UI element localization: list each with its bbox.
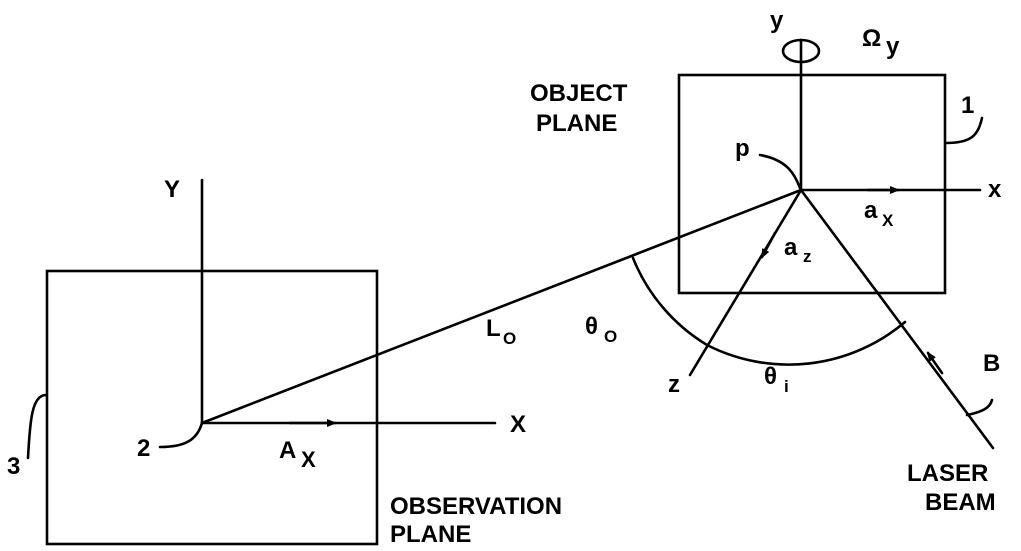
- Y-axis-label: Y: [164, 176, 180, 203]
- theta-o-arc: [631, 256, 709, 347]
- theta-i-label: θ: [764, 363, 777, 390]
- object-plane-rect: [677, 73, 947, 295]
- p-leader: [758, 153, 802, 190]
- theta-i-arc: [705, 320, 907, 366]
- rotation-omega-icon: [781, 38, 821, 64]
- ref-2-leader: [158, 421, 204, 449]
- B-label: B: [983, 350, 1000, 377]
- observation-plane-label-2: PLANE: [390, 521, 471, 548]
- ref-1-leader: [944, 116, 984, 145]
- theta-o-subscript: O: [604, 327, 617, 346]
- ref-3-leader: [26, 393, 48, 460]
- x-axis-label: x: [988, 176, 1002, 203]
- L-o-line: [200, 188, 803, 425]
- object-z-axis: [688, 188, 803, 377]
- X-axis-label: X: [510, 411, 526, 438]
- B-leader: [965, 398, 994, 417]
- a-x-subscript: X: [882, 211, 894, 230]
- laser-beam-label-1: LASER: [907, 460, 988, 487]
- L-o-label: L: [486, 315, 501, 342]
- ref-1-label: 1: [961, 92, 974, 119]
- z-axis-label: z: [668, 371, 680, 398]
- a-z-label: a: [784, 234, 798, 261]
- laser-beam-arrow: [926, 351, 944, 375]
- ref-3-label: 3: [7, 453, 20, 480]
- laser-beam-label-2: BEAM: [925, 489, 996, 516]
- A-X-subscript: X: [301, 447, 316, 472]
- theta-o-label: θ: [585, 313, 598, 340]
- theta-i-subscript: i: [784, 377, 789, 396]
- object-plane-label-1: OBJECT: [530, 80, 628, 107]
- omega-label: Ω: [862, 25, 881, 52]
- observation-plane-label-1: OBSERVATION: [390, 493, 562, 520]
- omega-subscript: y: [886, 33, 900, 60]
- p-label: p: [735, 135, 750, 162]
- a-z-arrow: [760, 231, 777, 259]
- A-X-label: A: [279, 437, 296, 464]
- observation-plane-rect: [45, 269, 379, 546]
- ref-2-label: 2: [137, 435, 150, 462]
- a-x-label: a: [864, 197, 878, 224]
- object-plane-label-2: PLANE: [536, 110, 617, 137]
- L-o-subscript: O: [503, 329, 516, 348]
- laser-beam-line: [799, 188, 995, 450]
- a-z-subscript: z: [803, 247, 812, 266]
- y-axis-label: y: [770, 7, 784, 34]
